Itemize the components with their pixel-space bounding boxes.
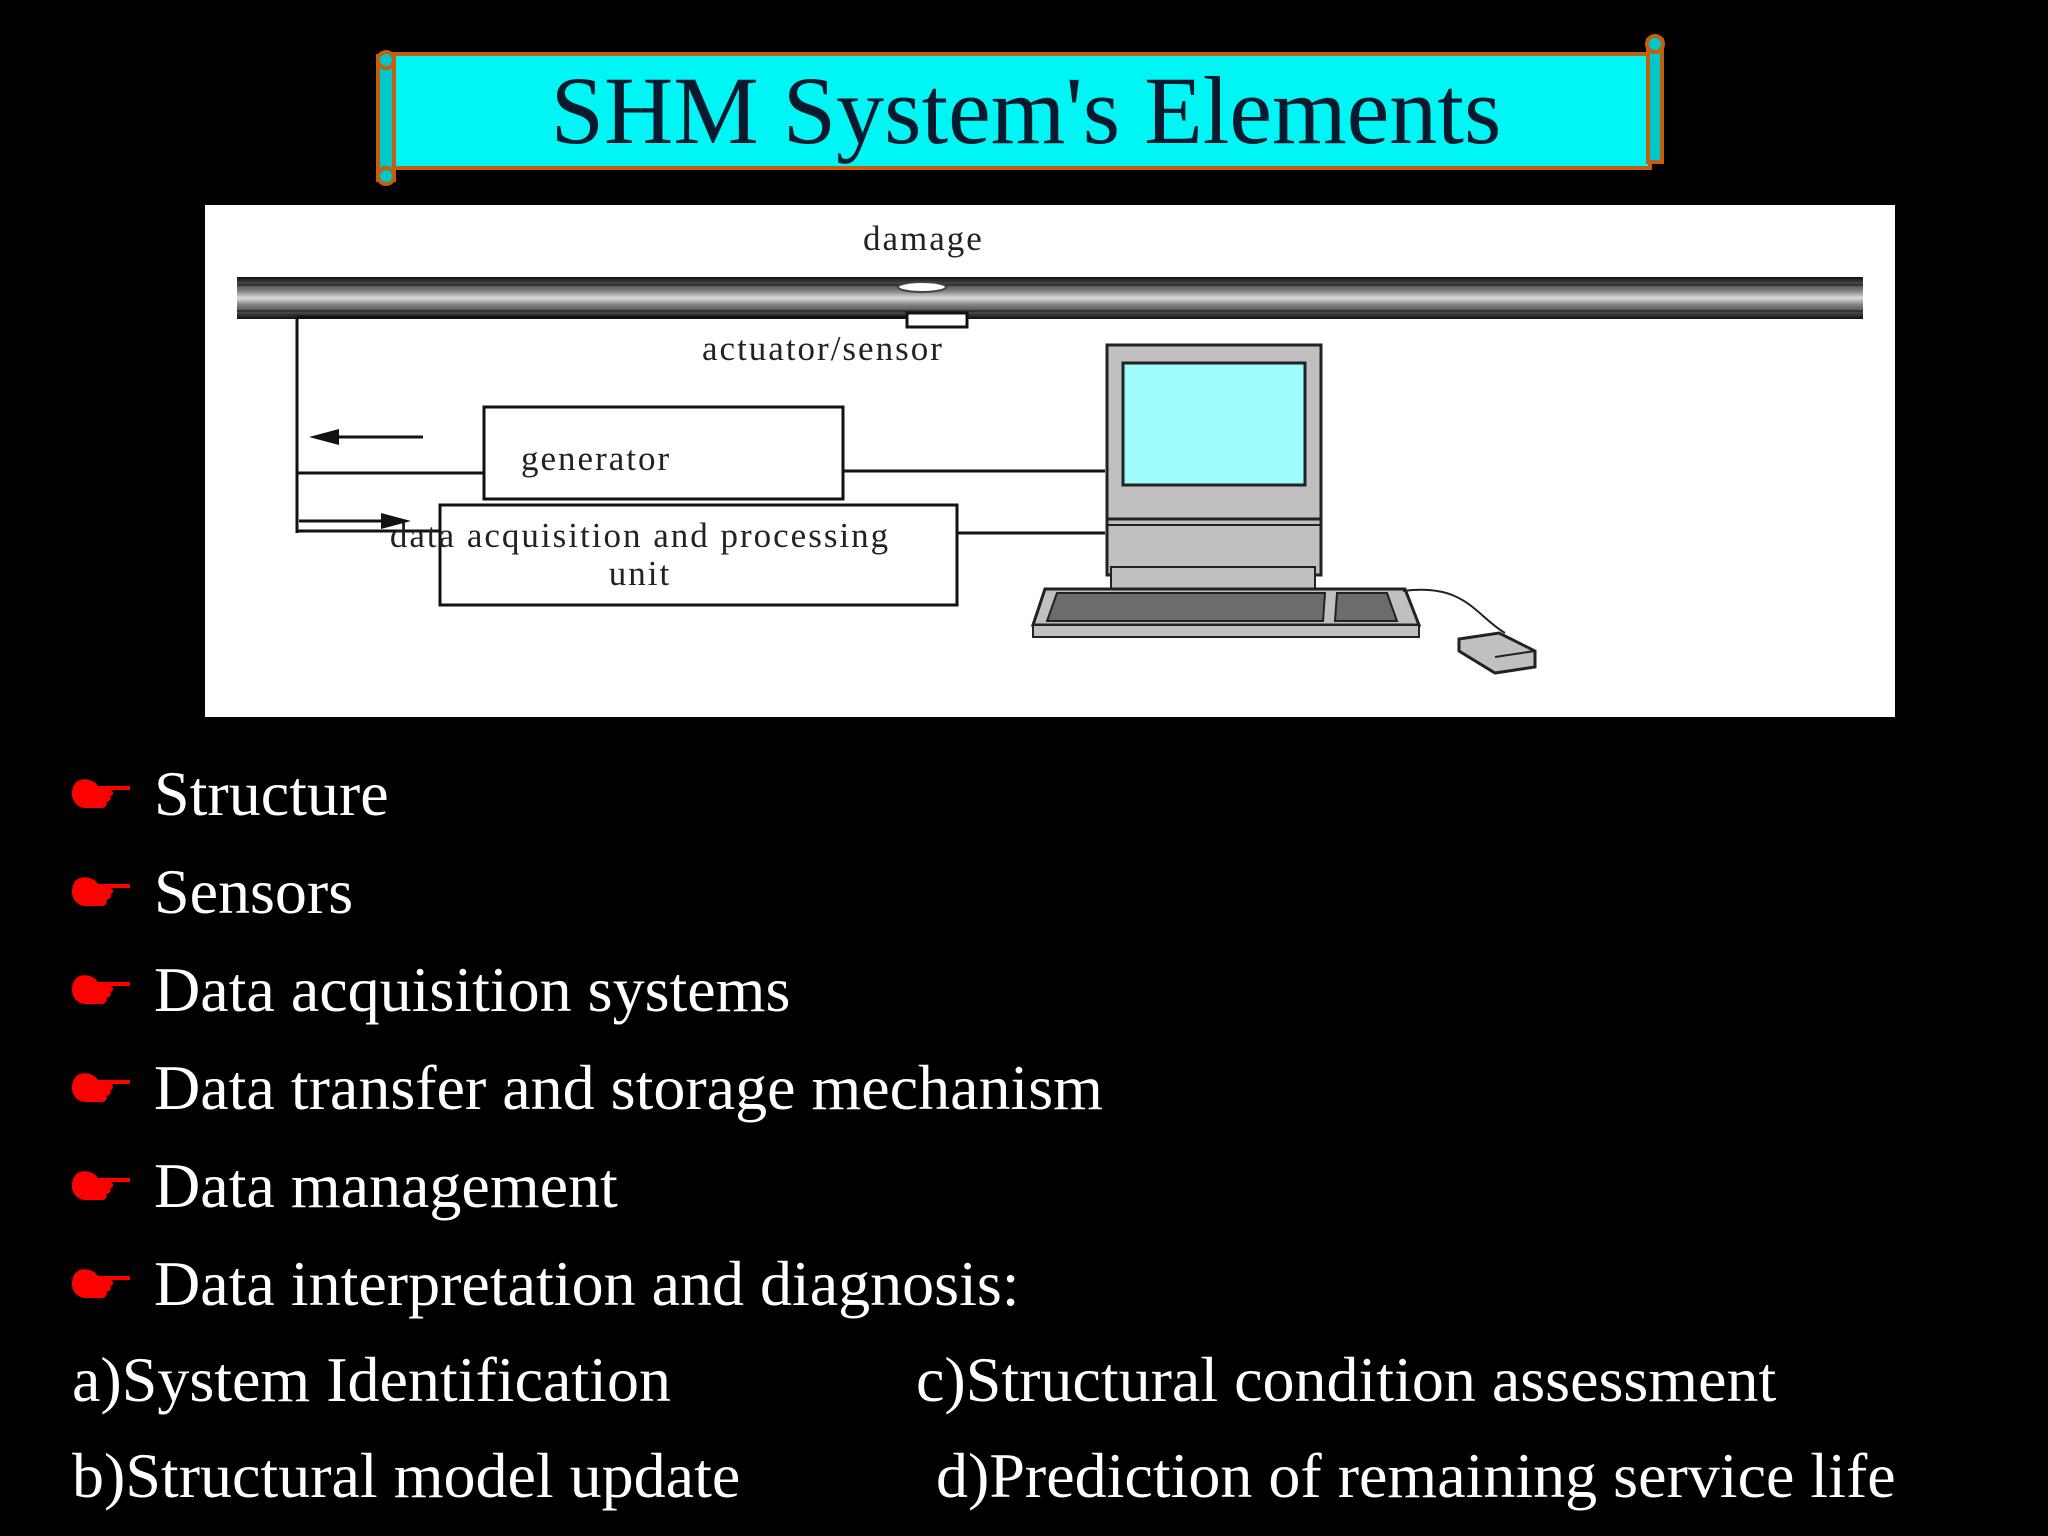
label-daq: data acquisition and processing unit [389,516,891,593]
actuator-sensor-block [905,311,969,329]
list-item: Data interpretation and diagnosis: [72,1235,1103,1333]
shm-diagram: damage actuator/sensor generator data ac… [205,205,1895,717]
list-item: Structure [72,745,1103,843]
elements-list: Structure Sensors Data acquisition syste… [72,745,1103,1333]
arrow-right-icon [299,513,411,529]
pointing-hand-icon [72,1073,130,1102]
scroll-banner-graphic [376,34,1665,186]
subitem-b: b)Structural model update [72,1440,741,1511]
list-item: Sensors [72,843,1103,941]
label-actuator-sensor: actuator/sensor [702,329,944,368]
list-item: Data transfer and storage mechanism [72,1039,1103,1137]
subitem-c: c)Structural condition assessment [916,1344,1777,1415]
pointing-hand-icon [72,1269,130,1298]
subitem-a: a)System Identification [72,1344,671,1415]
keyboard-icon [1030,587,1422,638]
label-damage: damage [863,219,984,258]
list-item: Data acquisition systems [72,941,1103,1039]
pointing-hand-icon [72,975,130,1004]
title-banner: SHM System's Elements [376,34,1676,188]
list-item: Data management [72,1137,1103,1235]
pointing-hand-icon [72,877,130,906]
signal-wires [295,315,1105,535]
daq-box [438,503,959,607]
damage-mark [897,281,947,293]
pointing-hand-icon [72,779,130,808]
pointing-hand-icon [72,1171,130,1200]
structure-beam [237,277,1863,319]
mouse-cable [1402,588,1506,634]
generator-box [482,405,845,501]
page-title: SHM System's Elements [550,57,1502,164]
diagram-graphic [237,277,1863,675]
mouse-icon [1457,631,1537,675]
label-generator: generator [521,439,672,478]
arrow-left-icon [309,429,423,445]
subitem-d: d)Prediction of remaining service life [936,1440,1896,1511]
computer-icon [1105,343,1323,590]
